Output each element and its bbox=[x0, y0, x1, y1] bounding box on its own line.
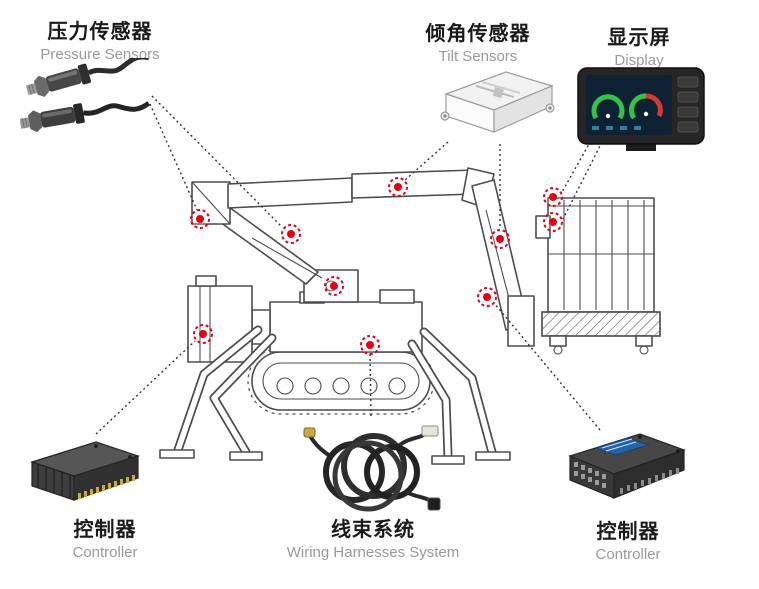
connector-line bbox=[561, 127, 599, 193]
connector-line bbox=[562, 141, 603, 220]
sensor-marker-icon bbox=[190, 209, 210, 229]
wiring-harness-image bbox=[303, 425, 441, 512]
sensor-marker-icon bbox=[324, 276, 344, 296]
connector-line bbox=[95, 340, 196, 435]
connector-line bbox=[149, 103, 198, 211]
harness-label: 线束系统 Wiring Harnesses System bbox=[268, 518, 478, 563]
sensor-marker-icon bbox=[490, 229, 510, 249]
harness-label-zh: 线束系统 bbox=[331, 519, 415, 541]
display-label-en: Display bbox=[614, 52, 664, 69]
tilt-sensors-label: 倾角传感器 Tilt Sensors bbox=[408, 22, 548, 67]
boom-assembly bbox=[191, 167, 535, 347]
display-image bbox=[577, 67, 705, 151]
tilt-sensors-label-zh: 倾角传感器 bbox=[425, 23, 531, 45]
controller-right-image bbox=[568, 433, 686, 499]
display-label: 显示屏 Display bbox=[575, 26, 703, 71]
controller-right-label-zh: 控制器 bbox=[596, 521, 660, 543]
controller-left-label-en: Controller bbox=[72, 544, 138, 561]
work-basket bbox=[535, 197, 661, 355]
controller-right-label: 控制器 Controller bbox=[563, 520, 693, 565]
controller-left-image bbox=[30, 441, 140, 501]
sensor-marker-icon bbox=[388, 177, 408, 197]
sensor-marker-icon bbox=[193, 324, 213, 344]
crawler-track bbox=[247, 347, 435, 415]
display-label-zh: 显示屏 bbox=[607, 27, 671, 49]
controller-right-label-en: Controller bbox=[595, 546, 661, 563]
connector-line bbox=[369, 353, 372, 417]
pressure-sensors-image bbox=[20, 58, 151, 133]
sensor-marker-icon bbox=[281, 224, 301, 244]
tilt-sensors-label-en: Tilt Sensors bbox=[438, 48, 518, 65]
outrigger-legs bbox=[159, 325, 511, 465]
overlay-markers bbox=[95, 95, 603, 435]
tilt-sensor-image bbox=[440, 71, 555, 133]
connector-line bbox=[151, 95, 283, 228]
sensor-marker-icon bbox=[360, 335, 380, 355]
sensor-marker-icon bbox=[477, 287, 497, 307]
controller-left-label-zh: 控制器 bbox=[73, 519, 137, 541]
sensor-marker-icon bbox=[543, 212, 563, 232]
pressure-sensors-label-zh: 压力传感器 bbox=[47, 21, 153, 43]
sensor-marker-icon bbox=[543, 187, 563, 207]
controller-left-label: 控制器 Controller bbox=[40, 518, 170, 563]
harness-label-en: Wiring Harnesses System bbox=[286, 544, 460, 561]
